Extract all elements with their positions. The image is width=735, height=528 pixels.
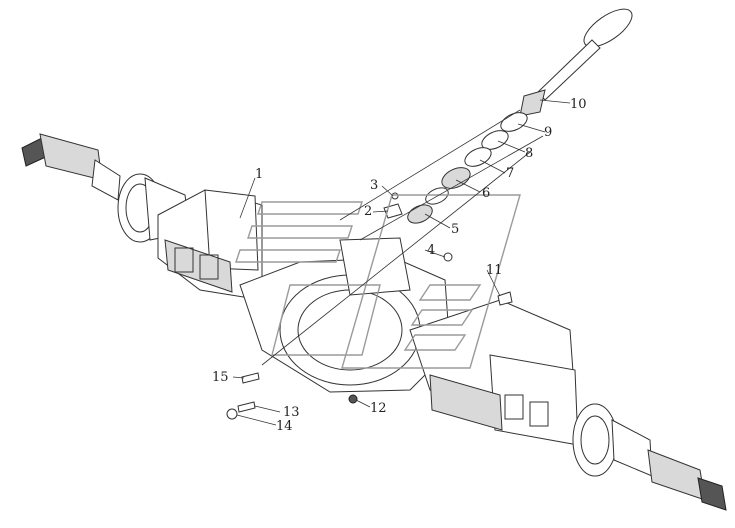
- callout-13: 13: [283, 405, 300, 420]
- callout-4: 4: [427, 243, 435, 258]
- ring-7: [464, 147, 492, 167]
- callout-3: 3: [370, 178, 378, 193]
- callout-11: 11: [486, 263, 503, 278]
- leader-lines: [232, 99, 571, 426]
- nut-14: [226, 408, 238, 420]
- watermark-logo: [235, 194, 521, 369]
- callout-6: 6: [482, 186, 490, 201]
- bolt-13: [237, 401, 256, 413]
- callout-14: 14: [276, 419, 293, 434]
- axle-shaft-10: [519, 8, 633, 117]
- callouts: 1 2 3 4 5 6 7 8 9 10 11 12 13 14 15: [212, 97, 587, 434]
- seal-5b: [407, 204, 433, 224]
- ring-8: [481, 130, 509, 150]
- callout-9: 9: [544, 125, 552, 140]
- callout-2: 2: [364, 204, 372, 219]
- axle-housing: [157, 189, 618, 477]
- callout-15: 15: [212, 370, 229, 385]
- plug-4: [443, 252, 453, 262]
- breather-11: [497, 291, 513, 306]
- callout-8: 8: [525, 146, 533, 161]
- callout-12: 12: [370, 401, 387, 416]
- right-spindle: [611, 419, 727, 511]
- callout-5: 5: [451, 222, 459, 237]
- callout-7: 7: [506, 166, 514, 181]
- callout-10: 10: [570, 97, 587, 112]
- callout-1: 1: [255, 167, 263, 182]
- plug-12: [348, 394, 358, 404]
- bolt-15: [241, 372, 260, 384]
